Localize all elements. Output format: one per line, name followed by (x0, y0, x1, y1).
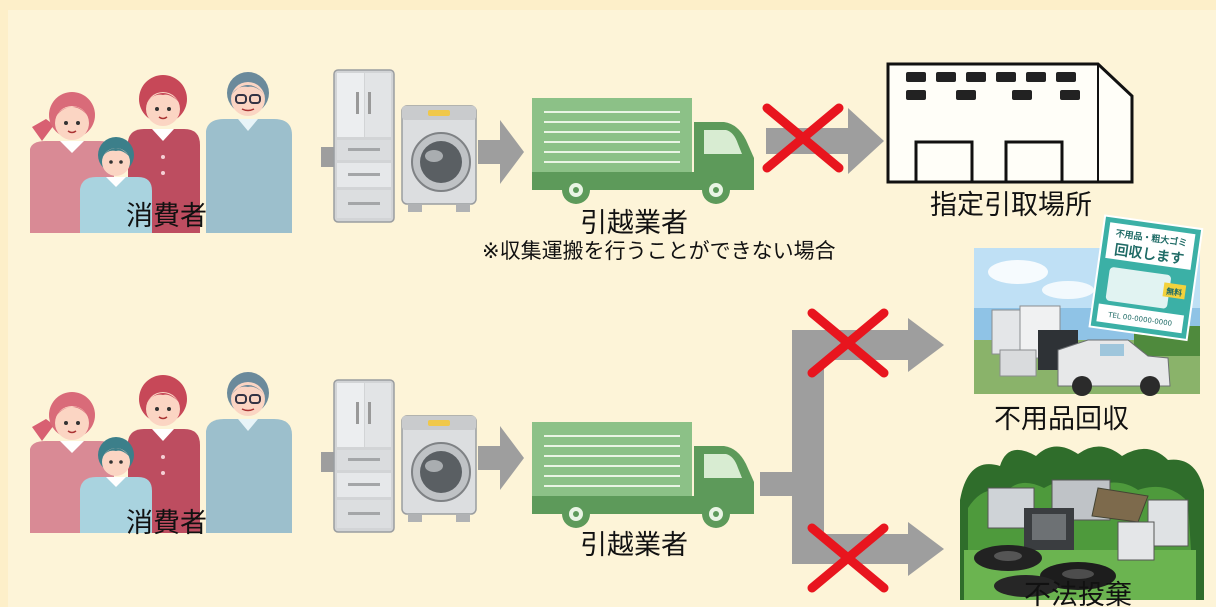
mover-label-bottom: 引越業者 (580, 530, 688, 561)
branch-arrow-icon (760, 318, 944, 576)
arrow-icon (766, 108, 884, 174)
consumer-label-top: 消費者 (126, 201, 207, 232)
refrigerator-icon (333, 379, 477, 533)
mover-label-top: 引越業者 (580, 208, 688, 239)
refrigerator-icon (333, 69, 477, 223)
flyer-badge: 無料 (1166, 286, 1183, 298)
junk-collection-label: 不用品回収 (994, 404, 1129, 435)
diagram-graphics: 不用品・粗大ゴミ 回収します 無料 TEL 00-0000-0000 (29, 62, 1204, 600)
factory-icon (886, 62, 1134, 184)
arrow-icon (478, 426, 524, 490)
illegal-dumping-label: 不法投棄 (1024, 580, 1132, 607)
truck-icon (531, 421, 755, 529)
junk-flyer (1088, 214, 1204, 342)
destination-label: 指定引取場所 (930, 190, 1092, 221)
truck-icon (531, 97, 755, 205)
consumer-label-bottom: 消費者 (126, 508, 207, 539)
diagram-stage: 不用品・粗大ゴミ 回収します 無料 TEL 00-0000-0000 (8, 10, 1216, 607)
illegal-dumping-photo (960, 446, 1204, 600)
arrow-icon (478, 120, 524, 184)
mover-note: ※収集運搬を行うことができない場合 (482, 239, 836, 263)
